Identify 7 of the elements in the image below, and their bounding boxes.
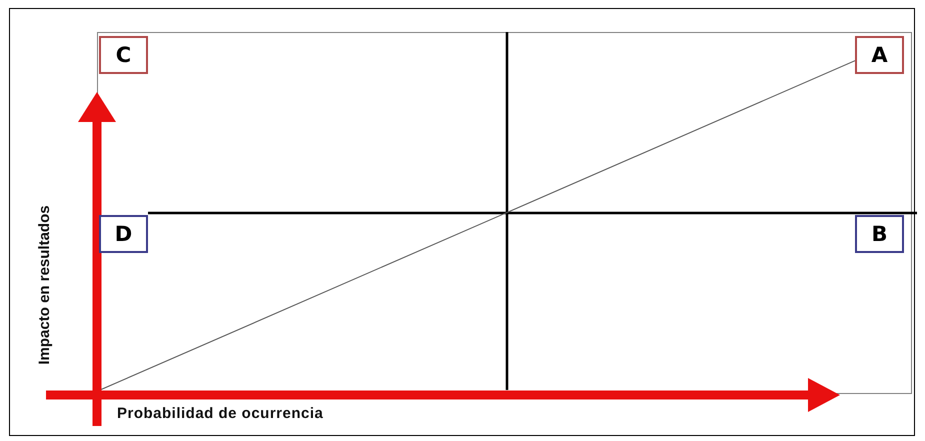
axis-label: Probabilidad de ocurrencia — [117, 404, 324, 424]
quadrant-label-box: C — [99, 36, 148, 74]
quadrant-label-box: B — [855, 215, 904, 253]
quadrant-label-box: A — [855, 36, 904, 74]
diagonal-line — [100, 60, 856, 390]
axis-label: Impacto en resultados — [34, 205, 54, 365]
quadrant-label-box: D — [99, 215, 148, 253]
